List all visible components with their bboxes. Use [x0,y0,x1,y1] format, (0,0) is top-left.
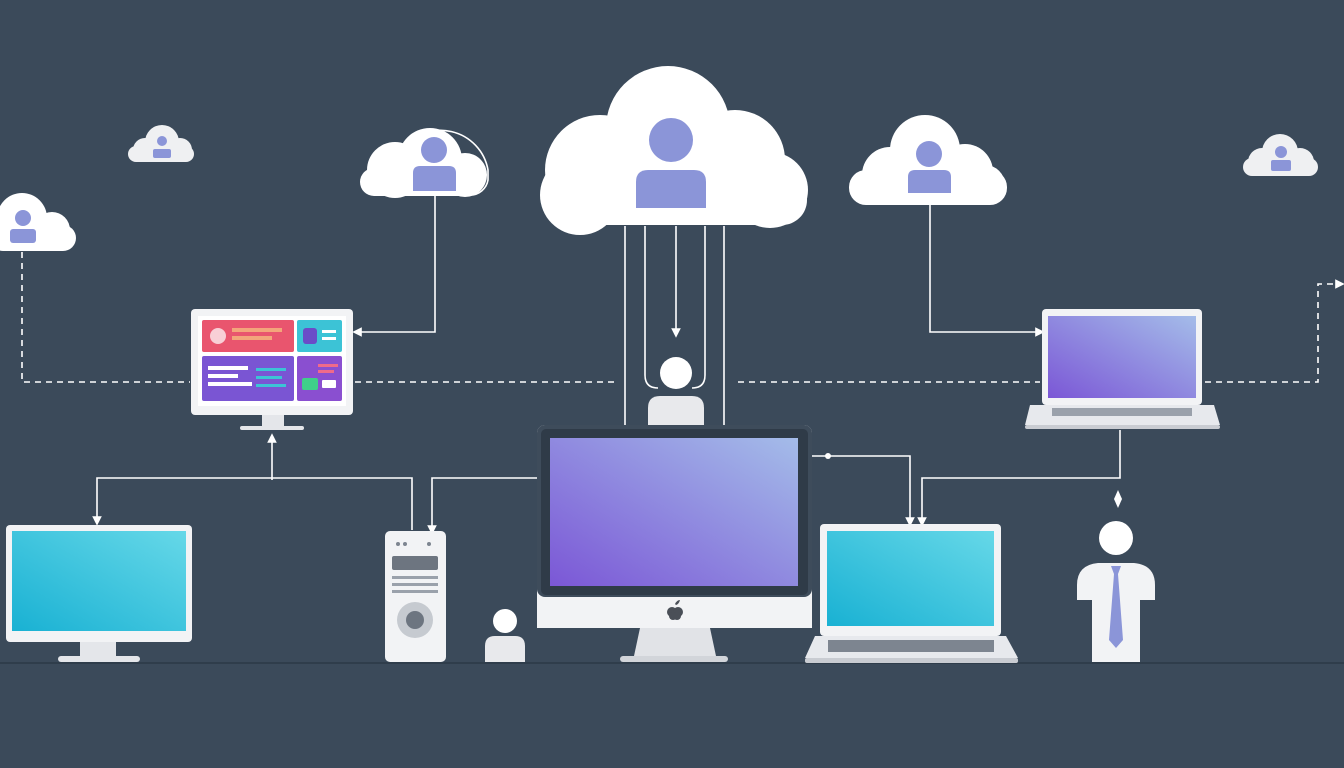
cloud-small-right [1243,134,1318,176]
diamond-icon [1114,490,1122,508]
laptop-top-right [1025,309,1220,429]
link-cloud-left-to-dashboard [352,195,436,337]
cloud-small-left [128,125,194,162]
cloud-left-mid [360,128,489,198]
user-icon [1271,146,1291,171]
laptop-bottom-right [805,524,1018,663]
apple-logo-icon [667,600,683,620]
cloud-small-far-left [0,193,76,251]
user-icon [413,137,456,191]
user-icon [908,141,951,193]
link-to-monitor-left [92,477,272,526]
user-icon [636,118,706,208]
cloud-right-mid [849,115,1007,205]
cable-center-2 [644,226,659,389]
dashed-link-right [1205,279,1344,383]
link-imac-to-laptop [812,455,915,527]
connector-dot [825,453,831,459]
person-small-bottom [485,609,525,662]
user-icon [153,136,171,158]
link-to-server [272,477,413,530]
user-icon [10,210,36,243]
imac-center [537,425,812,662]
cloud-large-center [540,66,808,235]
link-cloud-right-to-laptop [929,205,1045,337]
monitor-left [6,525,192,662]
server-tower [385,531,446,662]
link-imac-to-server [427,477,537,535]
person-center-top [648,357,704,425]
dashed-link-left [21,252,190,383]
link-laptop-to-laptop [917,430,1121,527]
dashboard-monitor [191,309,353,430]
connectors [21,195,1344,535]
tie-icon [1109,566,1123,648]
businessman-icon [1077,521,1155,662]
cable-center-4 [691,226,706,389]
